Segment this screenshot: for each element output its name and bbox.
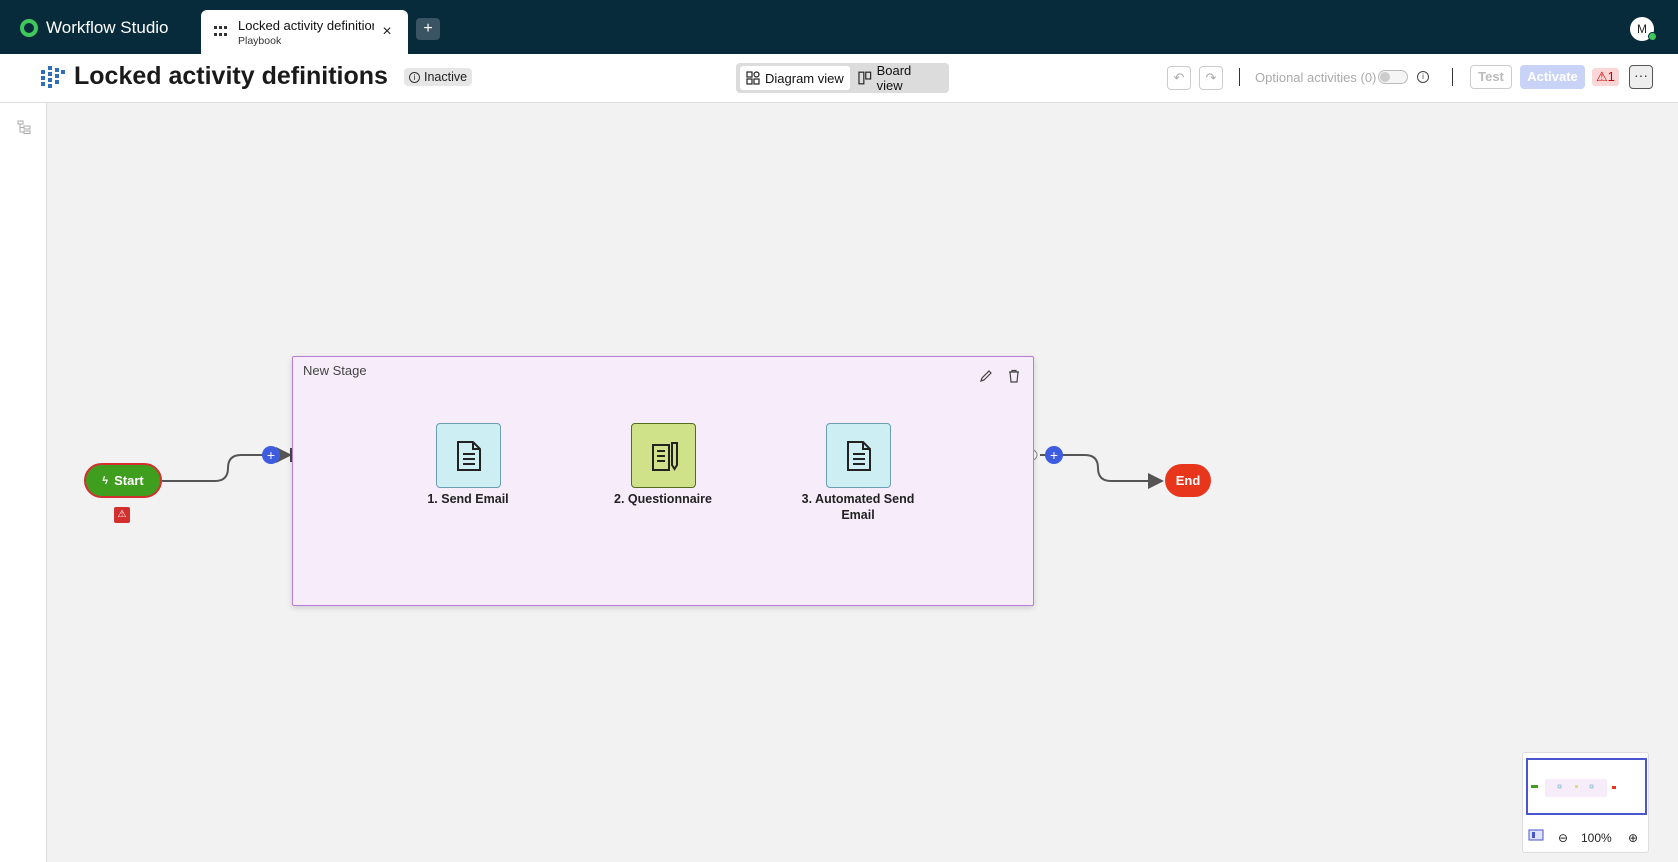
end-node[interactable]: End — [1165, 464, 1211, 497]
more-options-button[interactable]: ··· — [1629, 65, 1653, 89]
lightning-icon: ϟ — [102, 474, 109, 487]
activity-send-email[interactable] — [436, 423, 501, 488]
document-icon — [457, 441, 481, 471]
playbook-title-icon — [41, 66, 65, 88]
optional-activities-label: Optional activities (0) — [1255, 70, 1377, 85]
app-brand[interactable]: Workflow Studio — [20, 18, 169, 38]
fit-view-icon — [1528, 829, 1544, 841]
optional-activities-toggle[interactable] — [1378, 70, 1408, 84]
minimap-viewport[interactable] — [1526, 758, 1647, 815]
questionnaire-icon — [652, 442, 678, 471]
document-icon — [847, 441, 871, 471]
board-view-label: Board view — [876, 63, 912, 93]
left-rail — [0, 103, 47, 862]
test-button[interactable]: Test — [1470, 65, 1512, 89]
status-badge: i Inactive — [404, 68, 473, 86]
start-node[interactable]: ϟ Start — [84, 463, 162, 498]
undo-button[interactable]: ↶ — [1167, 66, 1191, 90]
warnings-count: 1 — [1607, 69, 1615, 84]
diagram-view-button[interactable]: Diagram view — [740, 66, 850, 90]
minimap-preview — [1531, 779, 1616, 797]
board-view-button[interactable]: Board view — [852, 63, 945, 93]
page-title: Locked activity definitions — [74, 62, 388, 90]
divider — [1239, 68, 1240, 86]
info-icon: i — [409, 71, 420, 83]
stage-title: New Stage — [303, 363, 367, 378]
redo-button[interactable]: ↷ — [1199, 66, 1223, 90]
start-label: Start — [114, 473, 144, 488]
tab-title: Locked activity definitions — [238, 18, 374, 33]
board-view-icon — [858, 71, 872, 85]
diagram-view-icon — [746, 71, 760, 85]
activity-questionnaire[interactable] — [631, 423, 696, 488]
playbook-icon — [214, 26, 227, 36]
edit-icon[interactable] — [979, 369, 993, 383]
tab-subtitle: Playbook — [238, 35, 282, 47]
activity-label: 2. Questionnaire — [614, 492, 712, 506]
tree-outline-icon[interactable] — [17, 120, 31, 134]
minimap[interactable]: ⊖ 100% ⊕ — [1522, 752, 1649, 853]
activity-label: 3. Automated Send Email — [801, 492, 915, 522]
zoom-in-icon[interactable]: ⊕ — [1628, 831, 1639, 845]
zoom-out-icon[interactable]: ⊖ — [1558, 831, 1569, 845]
warning-icon[interactable]: ⚠ — [114, 507, 130, 523]
diagram-view-label: Diagram view — [765, 70, 844, 86]
add-after-stage-button[interactable]: + — [1045, 446, 1063, 464]
tab-playbook[interactable]: Locked activity definitions Playbook × — [201, 10, 408, 54]
add-before-stage-button[interactable]: + — [262, 446, 280, 464]
page-header: Locked activity definitions i Inactive D… — [0, 54, 1678, 103]
top-bar: Workflow Studio Locked activity definiti… — [0, 0, 1678, 54]
zoom-level: 100% — [1581, 831, 1612, 845]
warnings-badge[interactable]: ⚠1 — [1592, 68, 1619, 86]
status-text: Inactive — [424, 70, 468, 84]
app-name: Workflow Studio — [46, 18, 169, 37]
new-tab-button[interactable]: + — [416, 18, 440, 40]
trash-icon[interactable] — [1007, 369, 1021, 383]
warning-icon: ⚠ — [1596, 69, 1608, 84]
fit-view-button[interactable] — [1528, 828, 1544, 848]
tab-close-icon[interactable]: × — [382, 23, 392, 40]
app-logo-icon — [20, 19, 38, 37]
activity-label: 1. Send Email — [427, 492, 509, 506]
activate-button[interactable]: Activate — [1520, 65, 1585, 89]
divider — [1452, 68, 1453, 86]
info-icon[interactable]: i — [1417, 71, 1429, 83]
view-switch: Diagram view Board view — [736, 63, 949, 93]
online-status-icon — [1648, 32, 1657, 41]
activity-automated-send-email[interactable] — [826, 423, 891, 488]
